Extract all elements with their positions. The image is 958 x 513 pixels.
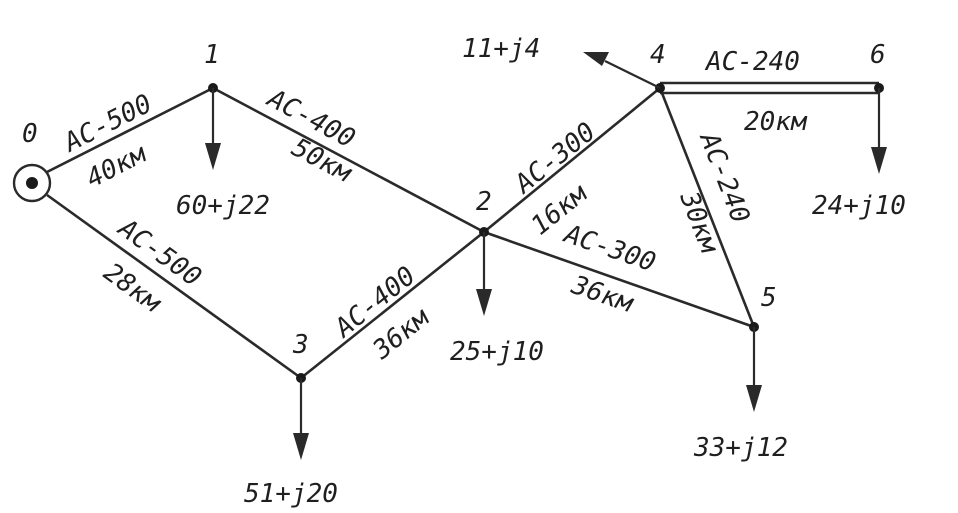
node-label-5: 5 <box>761 283 777 313</box>
line-1-2 <box>212 86 485 234</box>
node-label-2: 2 <box>476 187 492 217</box>
load-label-2: 25+j10 <box>450 337 544 367</box>
line-2-4-conductor: АС-300 <box>508 117 601 201</box>
node-label-3: 3 <box>292 330 309 360</box>
load-arrow-5 <box>746 327 762 412</box>
load-arrow-3 <box>293 378 309 460</box>
load-label-3: 51+j20 <box>244 479 338 509</box>
line-3-2 <box>300 230 485 380</box>
line-0-1 <box>46 86 214 174</box>
load-arrow-4 <box>583 52 661 89</box>
line-0-3 <box>46 193 302 380</box>
source-node-inner-dot <box>26 177 38 189</box>
load-label-5: 33+j12 <box>693 433 788 463</box>
load-arrow-1 <box>205 88 221 170</box>
node-label-0: 0 <box>22 119 38 149</box>
node-label-6: 6 <box>870 40 886 70</box>
load-label-4: 11+j4 <box>462 34 540 64</box>
line-4-6-length: 20км <box>744 107 808 137</box>
line-2-4 <box>483 86 661 234</box>
load-label-1: 60+j22 <box>176 191 270 221</box>
line-2-5-conductor: АС-300 <box>559 219 659 279</box>
load-arrow-2 <box>476 232 492 316</box>
line-4-5 <box>658 87 756 328</box>
node-label-1: 1 <box>204 40 220 70</box>
line-4-6-conductor: АС-240 <box>704 47 800 77</box>
line-2-5 <box>483 230 755 329</box>
line-2-5-length: 36км <box>567 270 638 320</box>
load-label-6: 24+j10 <box>812 191 906 221</box>
load-arrow-6 <box>871 88 887 174</box>
node-label-4: 4 <box>650 40 666 70</box>
